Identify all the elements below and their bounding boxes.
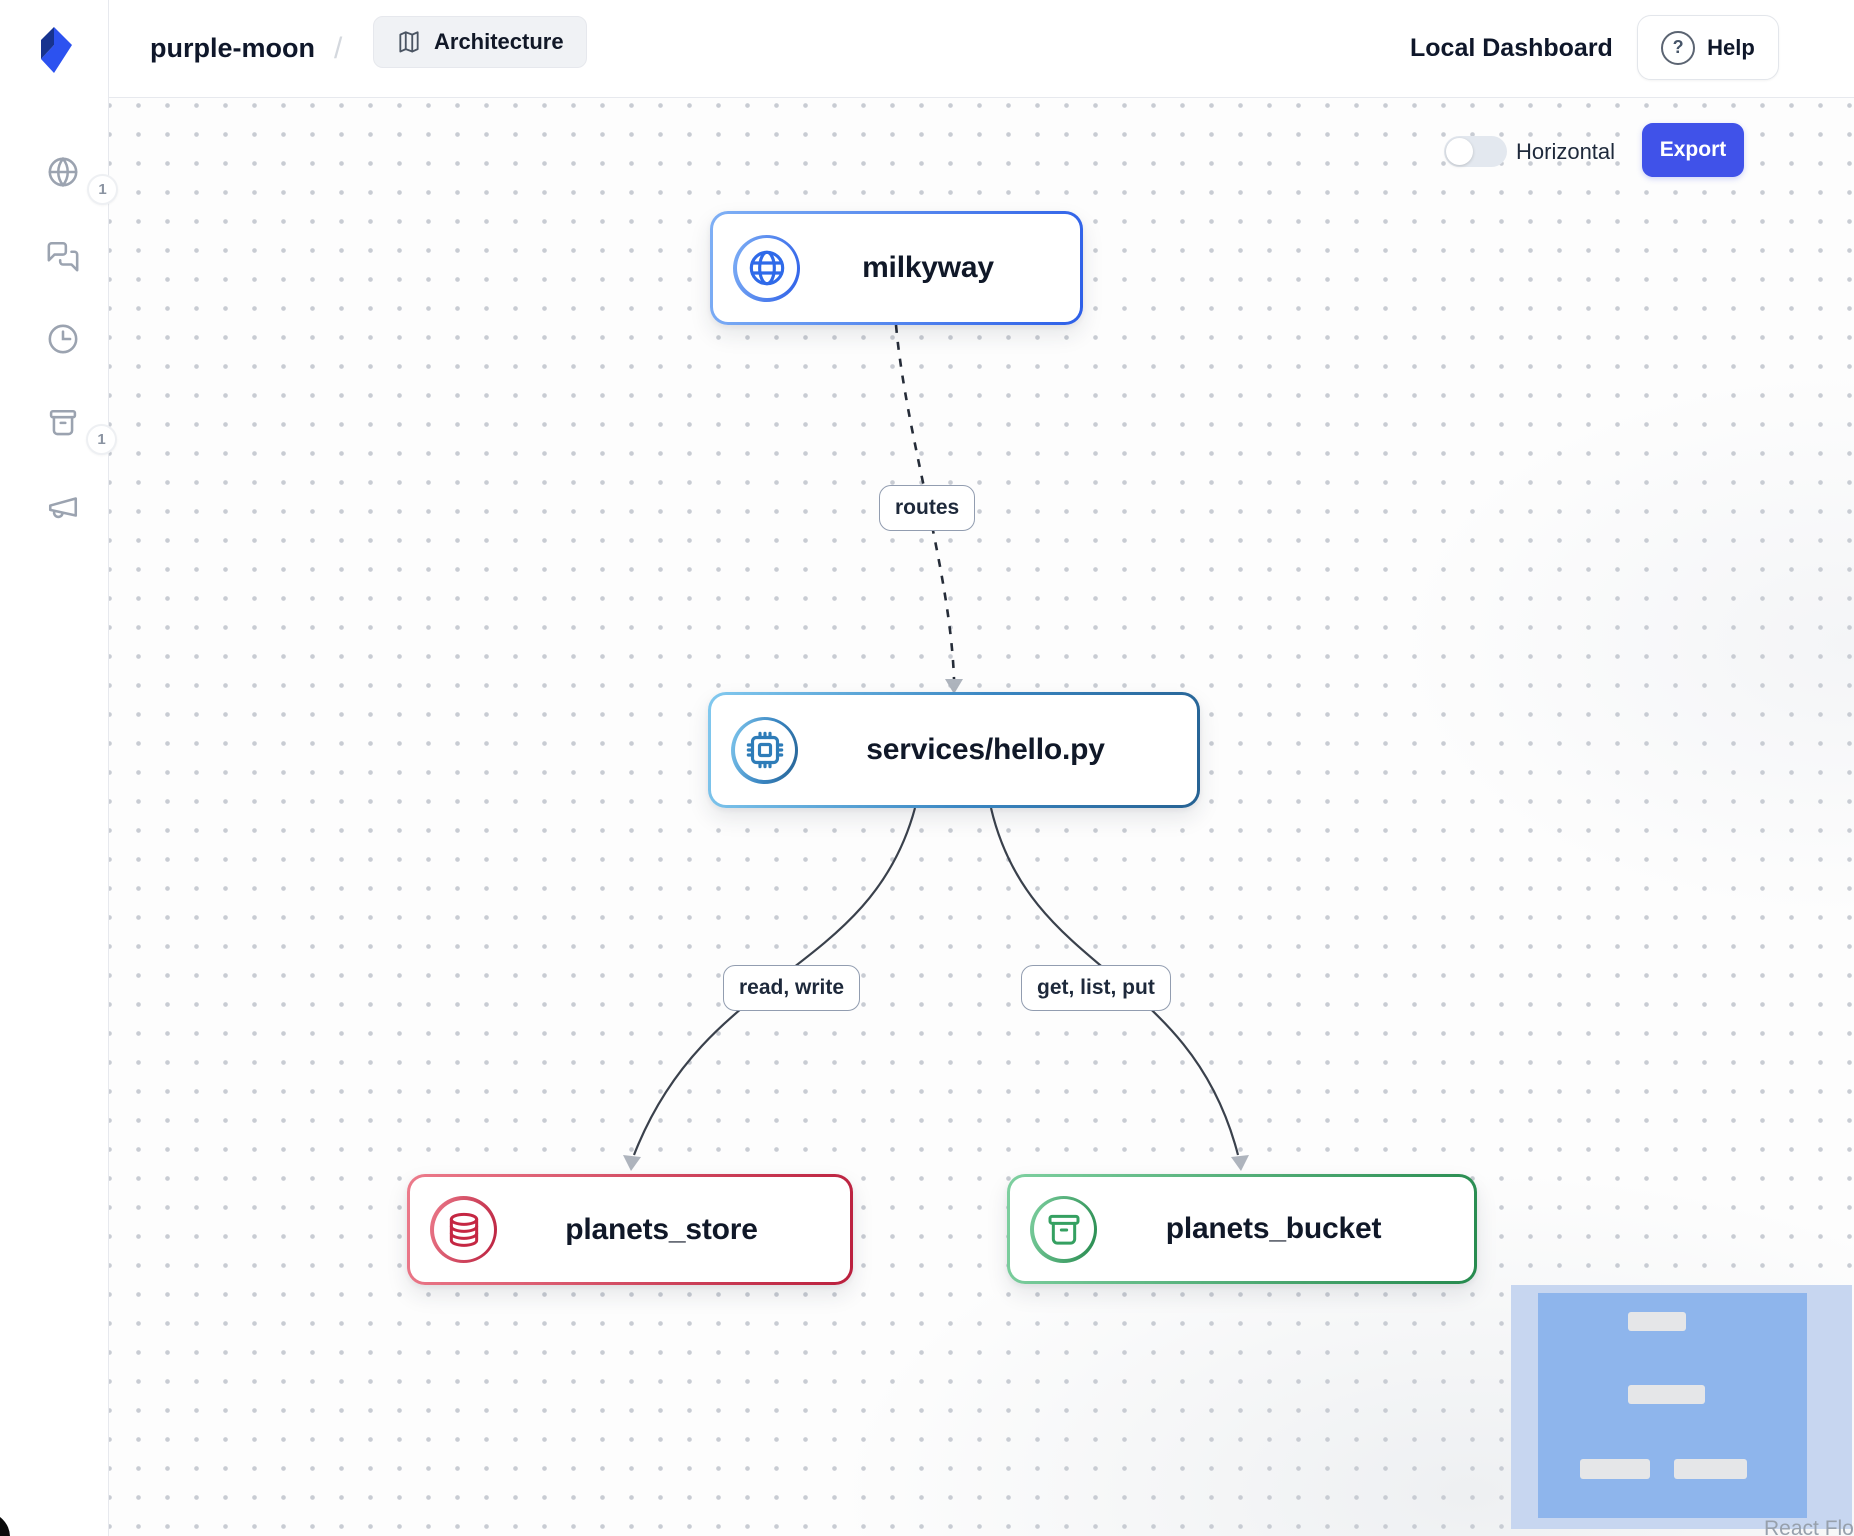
node-label: milkyway <box>862 251 994 284</box>
node-label: planets_bucket <box>1165 1212 1382 1245</box>
minimap[interactable] <box>1511 1285 1852 1529</box>
node-planets-bucket[interactable]: planets_bucket <box>1007 1174 1477 1284</box>
storage-count-badge: 1 <box>86 424 117 455</box>
database-icon <box>430 1196 497 1263</box>
horizontal-toggle-label: Horizontal <box>1516 138 1616 164</box>
breadcrumb-separator: / <box>334 31 343 65</box>
node-milkyway[interactable]: milkyway <box>710 211 1083 325</box>
minimap-node <box>1628 1312 1686 1331</box>
sidebar-item-apis[interactable]: 1 <box>44 153 118 205</box>
node-planets-store[interactable]: planets_store <box>407 1174 853 1285</box>
question-circle-icon: ? <box>1661 30 1696 65</box>
help-button[interactable]: ? Help <box>1637 15 1779 80</box>
sidebar-item-websockets[interactable] <box>44 237 82 275</box>
header: purple-moon / Architecture Local Dashboa… <box>108 0 1854 98</box>
globe-icon <box>48 156 78 188</box>
edge-label-get-list-put: get, list, put <box>1021 965 1171 1011</box>
chat-bubbles-icon <box>47 241 79 272</box>
bucket-icon <box>1030 1195 1097 1263</box>
window-corner-artifact <box>0 1512 10 1536</box>
arrowhead-icon <box>623 1155 641 1171</box>
nitric-arrow-logo <box>41 27 72 73</box>
sidebar-item-storage[interactable]: 1 <box>44 403 117 455</box>
sidebar-item-schedules[interactable] <box>44 320 82 358</box>
minimap-node <box>1580 1459 1650 1479</box>
map-icon <box>399 31 419 53</box>
globe-icon <box>733 234 800 302</box>
page-title: Local Dashboard <box>1410 34 1613 62</box>
sidebar: 1 1 <box>0 0 118 1536</box>
breadcrumb-project-name[interactable]: purple-moon <box>150 33 315 63</box>
node-label: services/hello.py <box>866 733 1105 766</box>
minimap-node <box>1628 1385 1705 1404</box>
node-label: planets_store <box>565 1212 758 1246</box>
clock-icon <box>48 324 78 354</box>
minimap-node <box>1674 1459 1747 1479</box>
bucket-icon <box>49 409 77 436</box>
tab-architecture-label: Architecture <box>434 29 564 54</box>
apis-count-badge: 1 <box>87 174 118 205</box>
edge-label-read-write: read, write <box>723 965 861 1011</box>
arrowhead-icon <box>1231 1155 1249 1171</box>
sidebar-item-topics[interactable] <box>44 488 82 526</box>
app-logo-icon[interactable] <box>34 26 74 74</box>
megaphone-icon <box>48 497 78 519</box>
toggle-knob <box>1446 138 1473 165</box>
export-button[interactable]: Export <box>1642 123 1744 177</box>
architecture-flow-canvas[interactable]: milkyway services/hello.py <box>108 97 1854 1536</box>
cpu-chip-icon <box>731 716 798 784</box>
horizontal-toggle[interactable] <box>1444 136 1507 167</box>
node-services-hello[interactable]: services/hello.py <box>708 692 1200 808</box>
reactflow-attribution[interactable]: React Flow <box>1764 1517 1854 1536</box>
tab-architecture[interactable]: Architecture <box>373 16 587 68</box>
edge-label-routes: routes <box>879 485 976 531</box>
help-button-label: Help <box>1707 34 1755 60</box>
